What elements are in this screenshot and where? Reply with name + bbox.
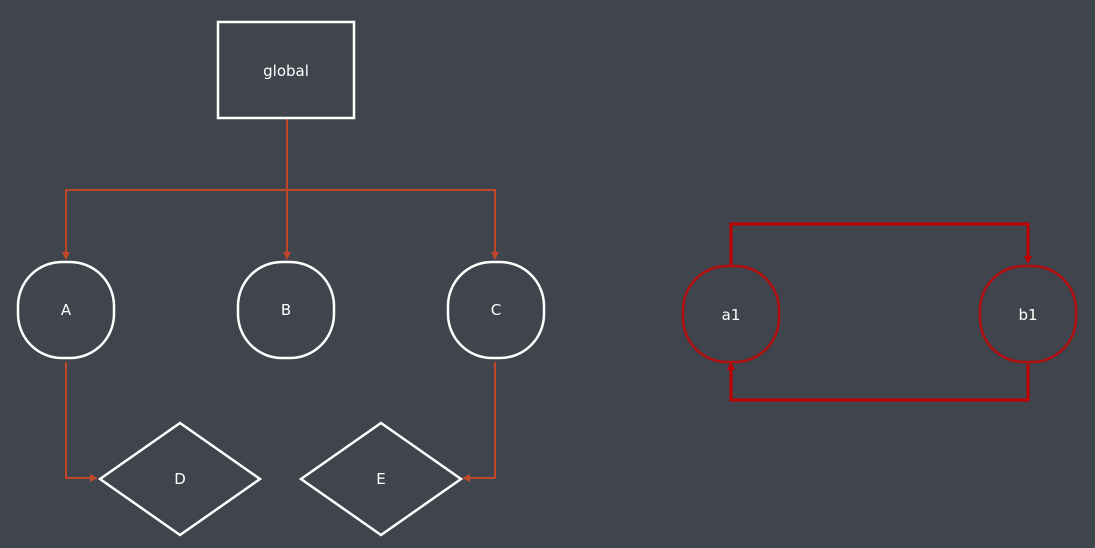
edge-b1-a1: [727, 362, 1030, 402]
node-E-label: E: [376, 470, 385, 488]
edge-C-E: [462, 362, 496, 482]
node-b1-label: b1: [1018, 306, 1037, 324]
edge-A-D: [65, 362, 98, 482]
node-A[interactable]: A: [16, 260, 116, 360]
node-C[interactable]: C: [446, 260, 546, 360]
node-a1[interactable]: a1: [681, 264, 781, 364]
node-A-label: A: [61, 301, 72, 319]
node-D-label: D: [174, 470, 186, 488]
node-global[interactable]: global: [216, 20, 356, 120]
node-E[interactable]: E: [298, 421, 464, 537]
node-C-label: C: [491, 301, 501, 319]
edge-global-C: [287, 189, 499, 260]
node-b1[interactable]: b1: [978, 264, 1078, 364]
node-a1-label: a1: [722, 306, 741, 324]
edges-right: [727, 222, 1032, 402]
node-B[interactable]: B: [236, 260, 336, 360]
node-B-label: B: [281, 301, 291, 319]
edge-a1-b1: [729, 222, 1032, 266]
node-D[interactable]: D: [97, 421, 263, 537]
edge-global-A: [62, 118, 288, 260]
node-global-label: global: [263, 62, 309, 80]
edges-left: [62, 118, 499, 482]
